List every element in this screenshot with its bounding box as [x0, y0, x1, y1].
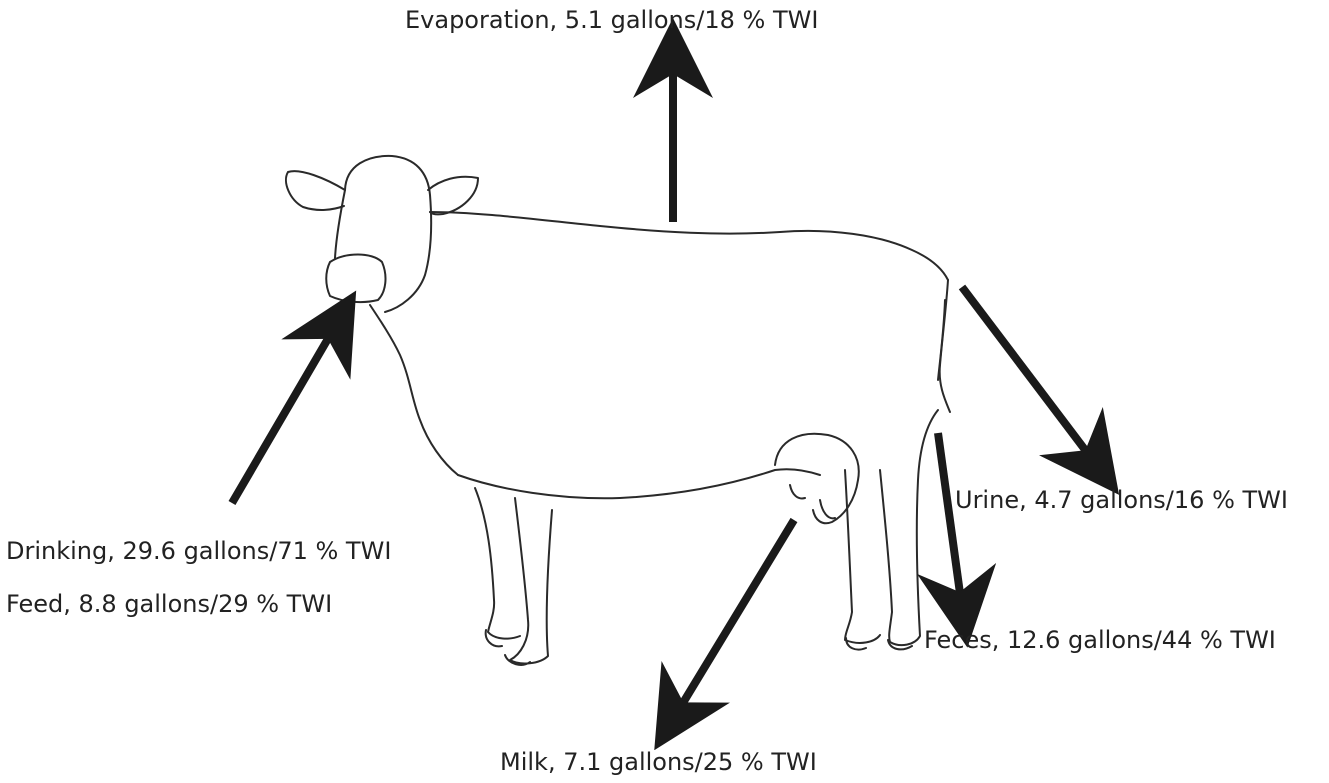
feed-label: Feed, 8.8 gallons/29 % TWI: [6, 590, 332, 618]
cow-hooves: [486, 630, 912, 665]
cow-belly: [458, 469, 820, 498]
cow-left-ear: [286, 171, 345, 210]
cow-illustration: [286, 156, 950, 665]
drinking-arrow: [232, 325, 336, 503]
cow-front-right-leg: [510, 498, 552, 663]
feces-label: Feces, 12.6 gallons/44 % TWI: [924, 626, 1276, 654]
feces-arrow: [938, 433, 962, 608]
cow-hind-left-leg: [845, 470, 880, 643]
cow-right-ear: [428, 177, 478, 215]
drinking-label: Drinking, 29.6 gallons/71 % TWI: [6, 537, 391, 565]
cow-tail: [938, 300, 945, 380]
urine-label: Urine, 4.7 gallons/16 % TWI: [955, 486, 1288, 514]
cow-muzzle: [326, 255, 385, 303]
cow-teats: [790, 485, 835, 518]
cow-neck-front: [370, 305, 458, 475]
milk-label: Milk, 7.1 gallons/25 % TWI: [500, 748, 817, 776]
urine-arrow: [962, 287, 1095, 463]
milk-arrow: [675, 520, 794, 716]
cow-head: [345, 156, 431, 312]
flow-arrows: [232, 58, 1095, 716]
cow-back: [430, 212, 948, 280]
evaporation-label: Evaporation, 5.1 gallons/18 % TWI: [405, 6, 818, 34]
cow-head-left-side: [335, 190, 345, 258]
cow-hind-right-leg: [880, 410, 938, 645]
cow-front-left-leg: [475, 488, 520, 639]
